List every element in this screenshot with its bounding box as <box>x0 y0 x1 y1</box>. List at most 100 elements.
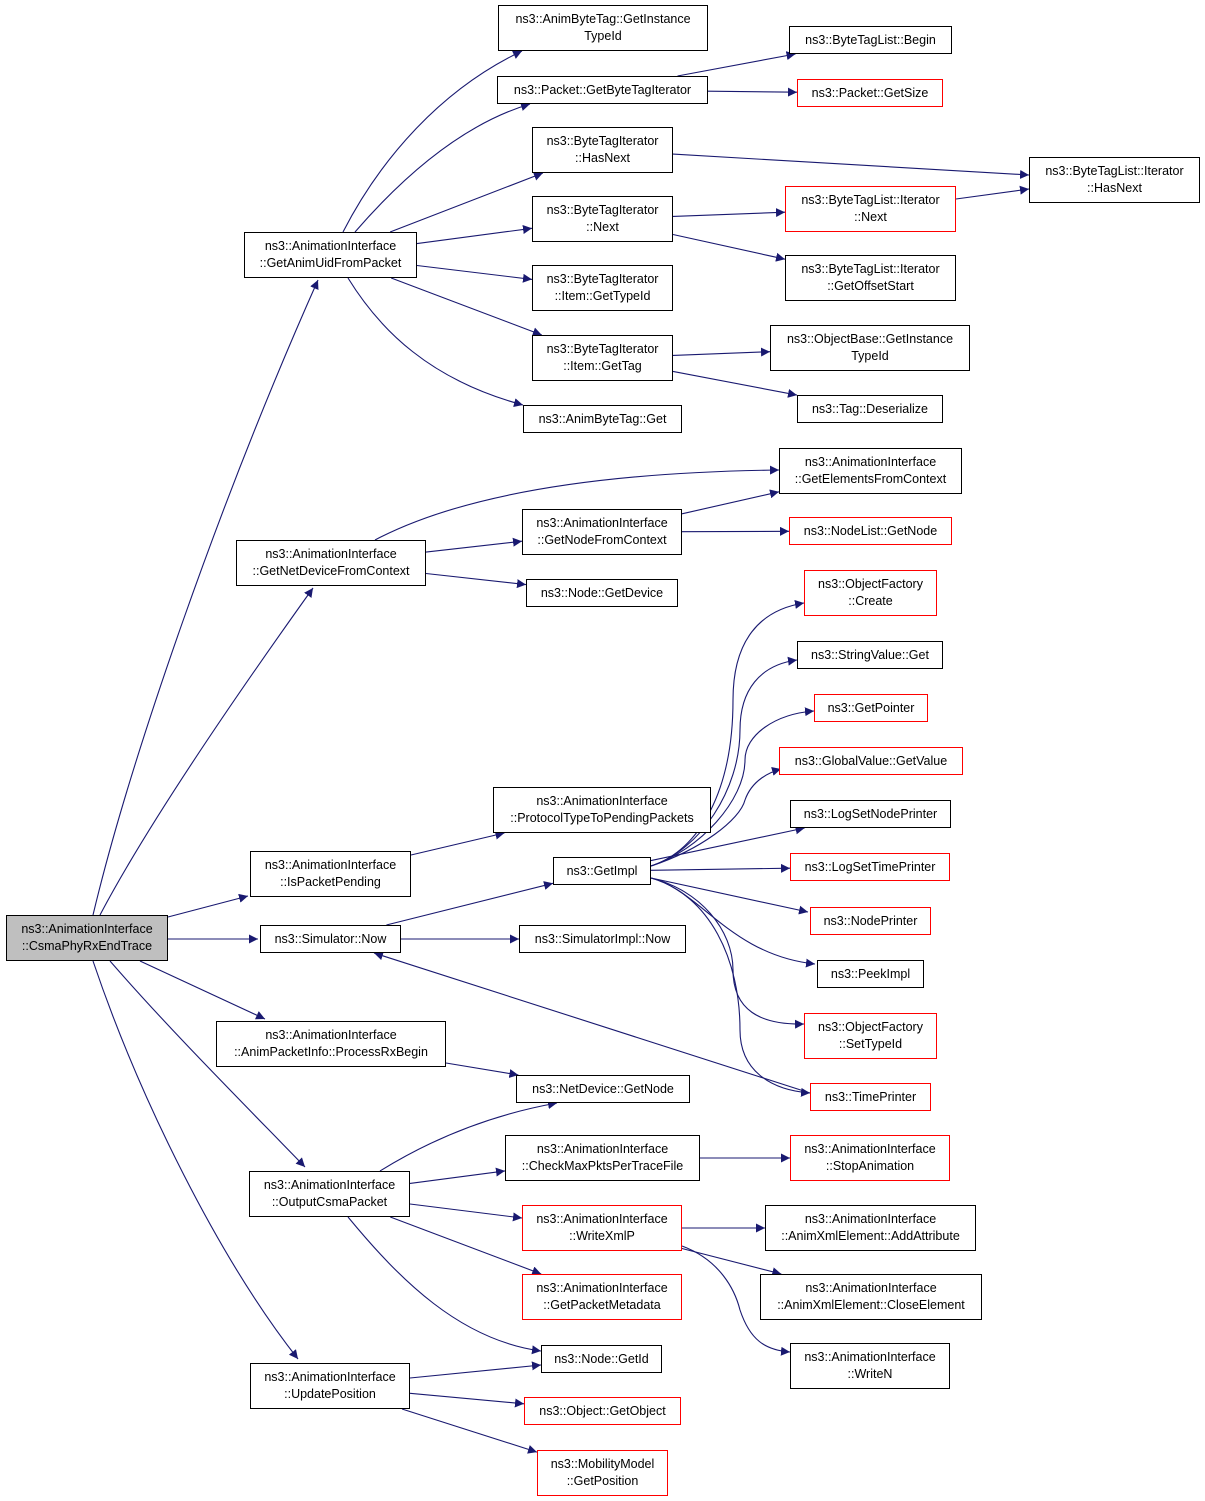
node-getNetDevice[interactable]: ns3::AnimationInterface::GetNetDeviceFro… <box>236 540 426 586</box>
edge-simNow-to-getImpl <box>386 881 554 926</box>
node-getElements[interactable]: ns3::AnimationInterface::GetElementsFrom… <box>779 448 962 494</box>
edge-getImpl-to-globalValueGet <box>650 767 782 867</box>
node-label-line: ::Next <box>854 210 887 224</box>
edge-root-to-updatePosition <box>92 960 299 1360</box>
call-edges <box>92 50 1030 1454</box>
node-logSetNode[interactable]: ns3::LogSetNodePrinter <box>790 800 951 828</box>
node-btiHasNext[interactable]: ns3::ByteTagIterator::HasNext <box>532 127 673 173</box>
node-getAnimUid[interactable]: ns3::AnimationInterface::GetAnimUidFromP… <box>244 232 417 278</box>
node-writeXmlP[interactable]: ns3::AnimationInterface::WriteXmlP <box>522 1205 682 1251</box>
node-updatePosition[interactable]: ns3::AnimationInterface::UpdatePosition <box>250 1363 410 1409</box>
node-label-line: TypeId <box>851 349 889 363</box>
node-outputCsma[interactable]: ns3::AnimationInterface::OutputCsmaPacke… <box>249 1171 410 1217</box>
node-label-line: ns3::ObjectFactory <box>818 577 923 591</box>
node-logSetTime[interactable]: ns3::LogSetTimePrinter <box>790 853 950 881</box>
edge-getAnimUid-to-animTagInstTid <box>342 50 523 233</box>
node-label-line: ns3::AnimByteTag::GetInstance <box>515 12 691 26</box>
node-label-line: ns3::ByteTagList::Begin <box>805 32 936 47</box>
node-label-line: ns3::ObjectFactory <box>818 1020 923 1034</box>
node-label-line: ns3::AnimationInterface <box>265 1028 397 1042</box>
edge-getImpl-to-objFactCreate <box>650 599 805 867</box>
node-label-line: ns3::AnimationInterface <box>536 1212 668 1226</box>
node-label-line: ::OutputCsmaPacket <box>271 1195 388 1209</box>
node-label-line: ns3::GlobalValue::GetValue <box>794 753 948 768</box>
node-btiNext[interactable]: ns3::ByteTagIterator::Next <box>532 196 673 242</box>
node-packetGetSize[interactable]: ns3::Packet::GetSize <box>797 79 943 107</box>
node-stopAnimation[interactable]: ns3::AnimationInterface::StopAnimation <box>790 1135 950 1181</box>
node-label-line: ns3::ByteTagIterator <box>546 272 659 286</box>
node-label-line: ns3::AnimationInterface <box>264 1370 396 1384</box>
edge-outputCsma-to-writeXmlP <box>409 1203 523 1222</box>
node-btlIterOffset[interactable]: ns3::ByteTagList::Iterator::GetOffsetSta… <box>785 255 956 301</box>
node-label-line: ::GetPacketMetadata <box>543 1298 661 1312</box>
edge-timePrinter-to-simNow <box>373 951 811 1094</box>
node-label-line: ::ProtocolTypeToPendingPackets <box>510 811 694 825</box>
node-label-line: ::SetTypeId <box>838 1037 903 1051</box>
edge-getNetDevice-to-getElements <box>374 465 780 541</box>
node-protoToPending[interactable]: ns3::AnimationInterface::ProtocolTypeToP… <box>493 787 711 833</box>
edge-getImpl-to-nodePrinter <box>650 877 809 915</box>
edge-outputCsma-to-netDevGetNode <box>379 1100 558 1172</box>
node-isPacketPending[interactable]: ns3::AnimationInterface::IsPacketPending <box>250 851 411 897</box>
node-processRxBegin[interactable]: ns3::AnimationInterface::AnimPacketInfo:… <box>216 1021 446 1067</box>
node-label-line: ns3::AnimationInterface <box>264 239 397 253</box>
node-label-line: ns3::Node::GetId <box>554 1351 649 1366</box>
node-btiItemTid[interactable]: ns3::ByteTagIterator::Item::GetTypeId <box>532 265 673 311</box>
node-addAttribute[interactable]: ns3::AnimationInterface::AnimXmlElement:… <box>765 1205 976 1251</box>
node-globalValueGet[interactable]: ns3::GlobalValue::GetValue <box>779 747 963 775</box>
node-label-line: ::Item::GetTypeId <box>554 289 651 303</box>
node-peekImpl[interactable]: ns3::PeekImpl <box>817 960 924 988</box>
edge-outputCsma-to-nodeGetId <box>347 1216 542 1355</box>
node-label-line: ns3::NodeList::GetNode <box>803 523 938 538</box>
node-getPktMeta[interactable]: ns3::AnimationInterface::GetPacketMetada… <box>522 1274 682 1320</box>
node-nodeGetDevice[interactable]: ns3::Node::GetDevice <box>526 579 678 607</box>
edge-getImpl-to-logSetTime <box>650 863 791 873</box>
node-label-line: ns3::Tag::Deserialize <box>811 401 929 416</box>
node-stringValueGet[interactable]: ns3::StringValue::Get <box>797 641 943 669</box>
node-btlIterNext[interactable]: ns3::ByteTagList::Iterator::Next <box>785 186 956 232</box>
node-closeElement[interactable]: ns3::AnimationInterface::AnimXmlElement:… <box>760 1274 982 1320</box>
node-objFactSetTid[interactable]: ns3::ObjectFactory::SetTypeId <box>804 1013 937 1059</box>
edge-root-to-getNetDevice <box>99 587 314 916</box>
node-nodeGetId[interactable]: ns3::Node::GetId <box>541 1345 662 1373</box>
node-nodePrinter[interactable]: ns3::NodePrinter <box>810 907 931 935</box>
edge-getByteTagIter-to-btlBegin <box>677 51 796 77</box>
edge-getAnimUid-to-btiNext <box>416 225 533 245</box>
node-label-line: ns3::SimulatorImpl::Now <box>534 931 671 946</box>
node-btlBegin[interactable]: ns3::ByteTagList::Begin <box>789 26 952 54</box>
node-btlIterHasNext[interactable]: ns3::ByteTagList::Iterator::HasNext <box>1029 157 1200 203</box>
node-tagDeserialize[interactable]: ns3::Tag::Deserialize <box>797 395 943 423</box>
node-label-line: ns3::ByteTagList::Iterator <box>801 193 940 207</box>
node-label-line: ns3::AnimationInterface <box>536 794 668 808</box>
node-objGetObject[interactable]: ns3::Object::GetObject <box>524 1397 681 1425</box>
node-label-line: ns3::AnimationInterface <box>536 1281 668 1295</box>
node-checkMaxPkts[interactable]: ns3::AnimationInterface::CheckMaxPktsPer… <box>505 1135 700 1181</box>
node-getByteTagIter[interactable]: ns3::Packet::GetByteTagIterator <box>497 76 708 104</box>
node-label-line: ns3::AnimationInterface <box>804 455 937 469</box>
node-label-line: ::WriteN <box>847 1367 893 1381</box>
node-timePrinter[interactable]: ns3::TimePrinter <box>810 1083 931 1111</box>
node-label-line: ns3::AnimByteTag::Get <box>538 411 667 426</box>
edge-btiNext-to-btlIterNext <box>672 208 786 218</box>
node-label-line: ::UpdatePosition <box>284 1387 376 1401</box>
node-label-line: ns3::Node::GetDevice <box>540 585 664 600</box>
node-label-line: ns3::PeekImpl <box>830 966 911 981</box>
node-label-line: ns3::ByteTagIterator <box>546 342 659 356</box>
node-simImplNow[interactable]: ns3::SimulatorImpl::Now <box>519 925 686 953</box>
node-netDevGetNode[interactable]: ns3::NetDevice::GetNode <box>516 1075 690 1103</box>
edge-btiHasNext-to-btlIterHasNext <box>672 153 1030 179</box>
node-simNow[interactable]: ns3::Simulator::Now <box>260 925 401 953</box>
edge-updatePosition-to-objGetObject <box>409 1392 525 1408</box>
node-objFactCreate[interactable]: ns3::ObjectFactory::Create <box>804 570 937 616</box>
edge-btiItemTag-to-objBaseInstTid <box>672 347 771 357</box>
node-animTagGet[interactable]: ns3::AnimByteTag::Get <box>523 405 682 433</box>
node-writeN[interactable]: ns3::AnimationInterface::WriteN <box>790 1343 950 1389</box>
node-getNodeFromCtx[interactable]: ns3::AnimationInterface::GetNodeFromCont… <box>522 509 682 555</box>
node-getPointer[interactable]: ns3::GetPointer <box>814 694 928 722</box>
node-nodeListGetNode[interactable]: ns3::NodeList::GetNode <box>789 517 952 545</box>
node-getImpl[interactable]: ns3::GetImpl <box>553 857 651 885</box>
node-mobGetPosition[interactable]: ns3::MobilityModel::GetPosition <box>537 1450 668 1496</box>
node-btiItemTag[interactable]: ns3::ByteTagIterator::Item::GetTag <box>532 335 673 381</box>
